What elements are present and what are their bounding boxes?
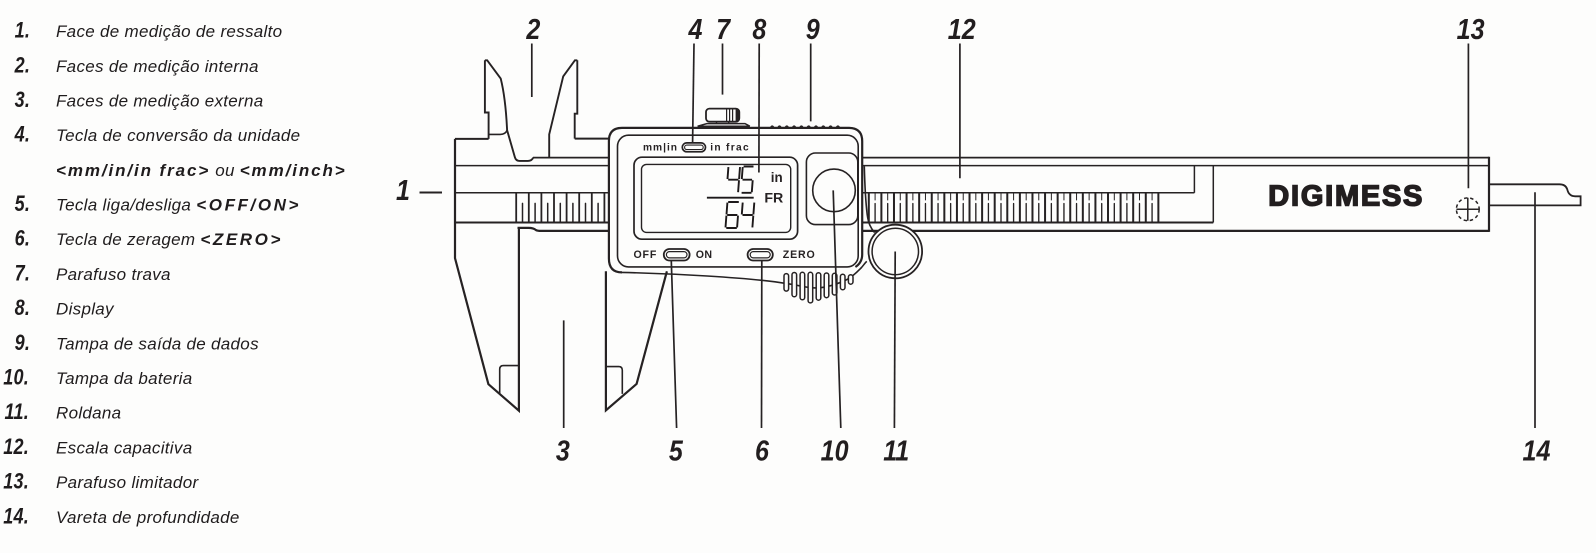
svg-text:1.: 1. [15, 19, 31, 43]
svg-text:6: 6 [755, 435, 770, 467]
svg-text:Faces de medição interna: Faces de medição interna [56, 57, 259, 76]
svg-text:Tecla de conversão da unidade: Tecla de conversão da unidade [56, 126, 300, 145]
svg-text:3: 3 [556, 435, 570, 467]
svg-text:Parafuso limitador: Parafuso limitador [56, 473, 199, 492]
svg-text:ZERO: ZERO [783, 249, 815, 261]
svg-text:in: in [771, 170, 783, 185]
svg-text:Escala capacitiva: Escala capacitiva [56, 438, 192, 457]
svg-text:2.: 2. [14, 54, 30, 78]
svg-text:5.: 5. [15, 192, 31, 216]
svg-text:8: 8 [752, 14, 766, 46]
svg-text:Roldana: Roldana [56, 404, 121, 423]
svg-text:3.: 3. [15, 88, 31, 112]
svg-text:FR: FR [764, 190, 783, 206]
svg-text:4.: 4. [14, 123, 30, 147]
svg-text:6.: 6. [15, 227, 31, 251]
svg-text:11.: 11. [5, 401, 29, 425]
svg-text:13: 13 [1457, 14, 1485, 46]
svg-text:DIGIMESS: DIGIMESS [1268, 181, 1423, 213]
svg-text:7.: 7. [15, 262, 31, 286]
svg-text:OFF: OFF [634, 249, 657, 261]
svg-text:ON: ON [696, 249, 712, 261]
svg-text:mm|in: mm|in [643, 142, 677, 153]
svg-text:Vareta de profundidade: Vareta de profundidade [56, 508, 240, 527]
svg-text:11: 11 [883, 435, 909, 467]
svg-text:5: 5 [669, 435, 684, 467]
svg-text:13.: 13. [3, 470, 29, 494]
svg-text:Parafuso trava: Parafuso trava [56, 265, 171, 284]
svg-text:Tampa da bateria: Tampa da bateria [56, 369, 192, 388]
svg-text:14: 14 [1523, 435, 1551, 467]
svg-text:12: 12 [948, 14, 976, 46]
svg-text:8.: 8. [15, 297, 31, 321]
svg-text:2: 2 [525, 14, 540, 46]
svg-text:12.: 12. [3, 435, 29, 459]
svg-text:9.: 9. [15, 331, 31, 355]
svg-text:Faces de medição externa: Faces de medição externa [56, 92, 264, 111]
svg-text:10: 10 [821, 435, 849, 467]
svg-text:10.: 10. [3, 366, 29, 390]
svg-text:Tecla liga/desliga <OFF/ON>: Tecla liga/desliga <OFF/ON> [56, 196, 301, 215]
svg-text:7: 7 [716, 14, 731, 46]
svg-text:<mm/in/in frac> ou <mm/inch>: <mm/in/in frac> ou <mm/inch> [56, 161, 347, 180]
svg-text:Display: Display [56, 300, 115, 319]
svg-text:Tampa de saída de dados: Tampa de saída de dados [56, 334, 259, 353]
svg-text:4: 4 [688, 14, 703, 46]
svg-text:Face de medição de ressalto: Face de medição de ressalto [56, 22, 282, 41]
svg-text:9: 9 [806, 14, 820, 46]
svg-text:1: 1 [396, 175, 410, 207]
svg-text:Tecla de zeragem <ZERO>: Tecla de zeragem <ZERO> [56, 230, 283, 249]
svg-text:14.: 14. [3, 505, 29, 529]
